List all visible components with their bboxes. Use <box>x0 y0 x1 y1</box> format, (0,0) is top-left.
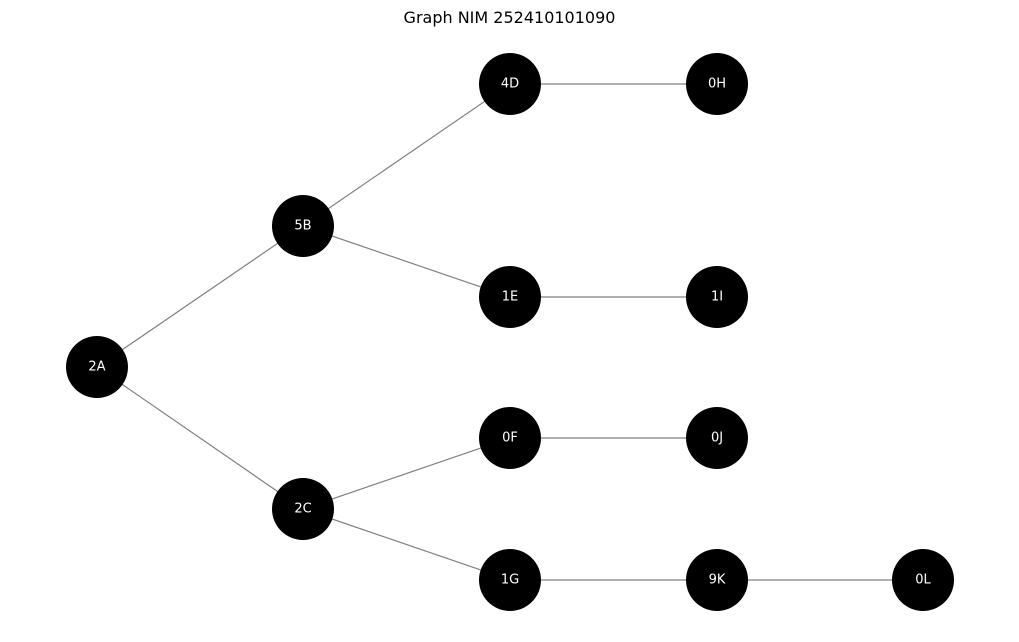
node-2C: 2C <box>272 478 334 540</box>
edge-2A-2C <box>96 366 304 510</box>
node-label: 1I <box>711 290 723 305</box>
node-circle <box>479 549 541 611</box>
edge-5B-1E <box>302 225 511 298</box>
edge-2C-1G <box>302 508 511 581</box>
node-circle <box>272 195 334 257</box>
node-4D: 4D <box>479 53 541 115</box>
node-5B: 5B <box>272 195 334 257</box>
edge-5B-4D <box>302 83 511 227</box>
node-label: 4D <box>501 77 519 92</box>
node-label: 0L <box>915 573 931 588</box>
node-label: 2A <box>88 360 105 375</box>
node-circle <box>892 549 954 611</box>
node-1G: 1G <box>479 549 541 611</box>
node-circle <box>686 53 748 115</box>
node-label: 1E <box>502 290 519 305</box>
node-9K: 9K <box>686 549 748 611</box>
node-label: 0J <box>711 431 723 446</box>
edge-2A-5B <box>96 225 304 368</box>
node-circle <box>479 266 541 328</box>
node-label: 0F <box>502 431 518 446</box>
node-0J: 0J <box>686 407 748 469</box>
node-circle <box>272 478 334 540</box>
node-label: 0H <box>708 77 726 92</box>
node-circle <box>686 266 748 328</box>
edge-2C-0F <box>302 437 511 510</box>
node-circle <box>479 407 541 469</box>
node-circle <box>686 549 748 611</box>
graph-title: Graph NIM 252410101090 <box>403 8 616 27</box>
node-0F: 0F <box>479 407 541 469</box>
node-circle <box>479 53 541 115</box>
node-label: 2C <box>294 502 311 517</box>
node-1E: 1E <box>479 266 541 328</box>
node-label: 9K <box>709 573 726 588</box>
node-2A: 2A <box>66 336 128 398</box>
node-label: 5B <box>294 219 311 234</box>
node-circle <box>686 407 748 469</box>
edges-layer <box>96 83 923 581</box>
node-circle <box>66 336 128 398</box>
node-label: 1G <box>501 573 519 588</box>
node-1I: 1I <box>686 266 748 328</box>
nodes-layer: 2A 5B 2C 4D 1E 0F 1G 0H 1I 0J 9K 0L <box>66 53 954 611</box>
node-0L: 0L <box>892 549 954 611</box>
node-0H: 0H <box>686 53 748 115</box>
